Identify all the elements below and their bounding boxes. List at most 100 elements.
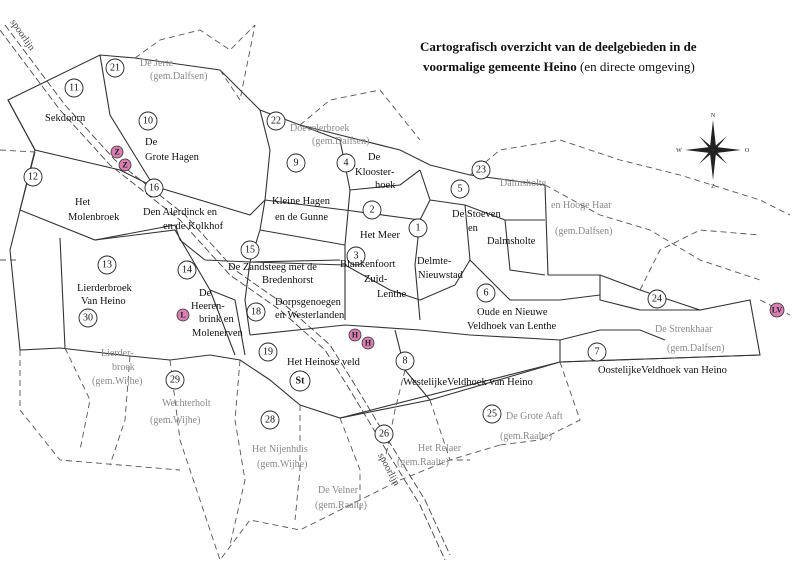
area-number-circle [266, 111, 286, 131]
label-grote-hagen-2: Grote Hagen [145, 152, 200, 163]
area-number-text: 24 [652, 294, 662, 305]
map-title-line1: Cartografisch overzicht van de deelgebie… [420, 39, 697, 54]
label-blankenfoort-1: Blankenfoort [340, 259, 395, 270]
label-strenkhaar-1: De Strenkhaar [655, 324, 713, 335]
label-relaer-2: (gem.Raalte) [397, 457, 449, 468]
area-number-circle [177, 260, 197, 280]
area-number-circle [144, 178, 164, 198]
area-number-text: 23 [476, 165, 486, 176]
area-number-25: 25 [482, 404, 502, 424]
label-stoeven-3: Dalmsholte [487, 236, 536, 247]
label-alerdinck-1: Den Alerdinck en [143, 207, 218, 218]
area-number-circle [450, 179, 470, 199]
outer-boundaries [0, 24, 791, 561]
area-boundaries [7, 54, 761, 419]
area-number-3: 3 [346, 246, 366, 266]
label-lierderbroek-1: Lierderbroek [77, 283, 133, 294]
area-number-circle [471, 160, 491, 180]
area-number-23: 23 [471, 160, 491, 180]
label-relaer-1: Het Relaer [418, 443, 462, 454]
area-number-text: 10 [143, 116, 153, 127]
compass-e: O [745, 148, 750, 154]
label-zandsteeg-1: De Zandsteeg met de [228, 262, 317, 273]
label-oude-nieuwe-2: Veldhoek van Lenthe [467, 321, 557, 332]
label-molenbroek-1: Het [75, 197, 90, 208]
area-number-4: 4 [336, 153, 356, 173]
area-number-circle [64, 78, 84, 98]
label-jerte-1: De Jerte [140, 58, 174, 69]
area-number-19: 19 [258, 342, 278, 362]
area-number-26: 26 [374, 424, 394, 444]
area-number-text: 4 [344, 158, 349, 169]
area-number-circle [362, 200, 382, 220]
area-number-circle [97, 255, 117, 275]
area-number-circle [346, 246, 366, 266]
area-number-text: 28 [265, 415, 275, 426]
area-number-text: 30 [83, 313, 93, 324]
area-number-14: 14 [177, 260, 197, 280]
area-number-circle [374, 424, 394, 444]
label-grote-aaft-1: De Grote Aaft [506, 411, 563, 422]
area-number-text: 16 [149, 183, 159, 194]
label-lierderbroek-2: Van Heino [81, 296, 126, 307]
label-kloosterhoek-2: Klooster- [355, 167, 395, 178]
area-number-text: 14 [182, 265, 192, 276]
area-number-text: 26 [379, 429, 389, 440]
label-dorpsgenoegen-1: Dorpsgenoegen [275, 297, 342, 308]
label-blankenfoort-3: Lenthe [377, 289, 406, 300]
label-blankenfoort-2: Zuid- [364, 274, 388, 285]
area-number-text: 11 [69, 83, 79, 94]
area-number-22: 22 [266, 111, 286, 131]
area-number-circle [587, 342, 607, 362]
area-names: Sekdoorn De Grote Hagen Het Molenbroek D… [45, 113, 727, 388]
markers: Z Z L H H LV St [110, 145, 785, 392]
label-doevelerbroek-2: (gem.Dalfsen) [312, 136, 369, 147]
area-number-29: 29 [165, 370, 185, 390]
label-kloosterhoek-3: hoek [375, 180, 396, 191]
area-number-circle [246, 302, 266, 322]
label-wechterholt-1: Wechterholt [162, 398, 211, 409]
label-grote-hagen-1: De [145, 137, 158, 148]
label-meer: Het Meer [360, 230, 400, 241]
label-doevelerbroek-1: Doevelerbroek [290, 123, 349, 134]
area-number-15: 15 [240, 240, 260, 260]
area-number-circle [78, 308, 98, 328]
area-number-circle [476, 283, 496, 303]
label-stoeven-2: en [468, 223, 479, 234]
area-number-circle [105, 58, 125, 78]
area-number-28: 28 [260, 410, 280, 430]
label-dalmsholte-1: Dalmsholte [500, 178, 547, 189]
label-strenkhaar-2: (gem.Dalfsen) [667, 343, 724, 354]
label-heerenbrink-2: Heeren- [191, 301, 225, 312]
label-heerenbrink-1: De [199, 288, 212, 299]
label-oostelijke: OostelijkeVeldhoek van Heino [598, 365, 727, 376]
area-number-8: 8 [395, 351, 415, 371]
label-kleine-hagen-2: en de Gunne [275, 212, 328, 223]
label-alerdinck-2: en de Kolkhof [163, 221, 224, 232]
compass-n: N [711, 113, 716, 119]
label-dorpsgenoegen-2: en Westerlanden [275, 310, 345, 321]
area-number-7: 7 [587, 342, 607, 362]
label-zandsteeg-2: Bredenhorst [262, 275, 313, 286]
area-number-circle [260, 410, 280, 430]
area-number-text: 25 [487, 409, 497, 420]
area-number-text: 1 [416, 223, 421, 234]
area-number-text: 12 [28, 172, 38, 183]
marker-h-2: H [365, 339, 372, 348]
area-number-text: 29 [170, 375, 180, 386]
marker-h-1: H [352, 331, 359, 340]
compass-w: W [676, 148, 682, 154]
label-stoeven-1: De Stoeven [452, 209, 501, 220]
map-title-bold: voormalige gemeente Heino [423, 59, 577, 74]
area-number-11: 11 [64, 78, 84, 98]
compass-s: Z [711, 184, 715, 190]
railway-label-north: spoorlijn [8, 17, 37, 52]
area-number-text: 21 [110, 63, 120, 74]
area-number-13: 13 [97, 255, 117, 275]
area-number-16: 16 [144, 178, 164, 198]
area-number-text: 2 [370, 205, 375, 216]
area-number-24: 24 [647, 289, 667, 309]
label-nijenhuis-1: Het Nijenhuis [252, 444, 308, 455]
area-number-12: 12 [23, 167, 43, 187]
label-heinose-veld: Het Heinose veld [287, 357, 361, 368]
